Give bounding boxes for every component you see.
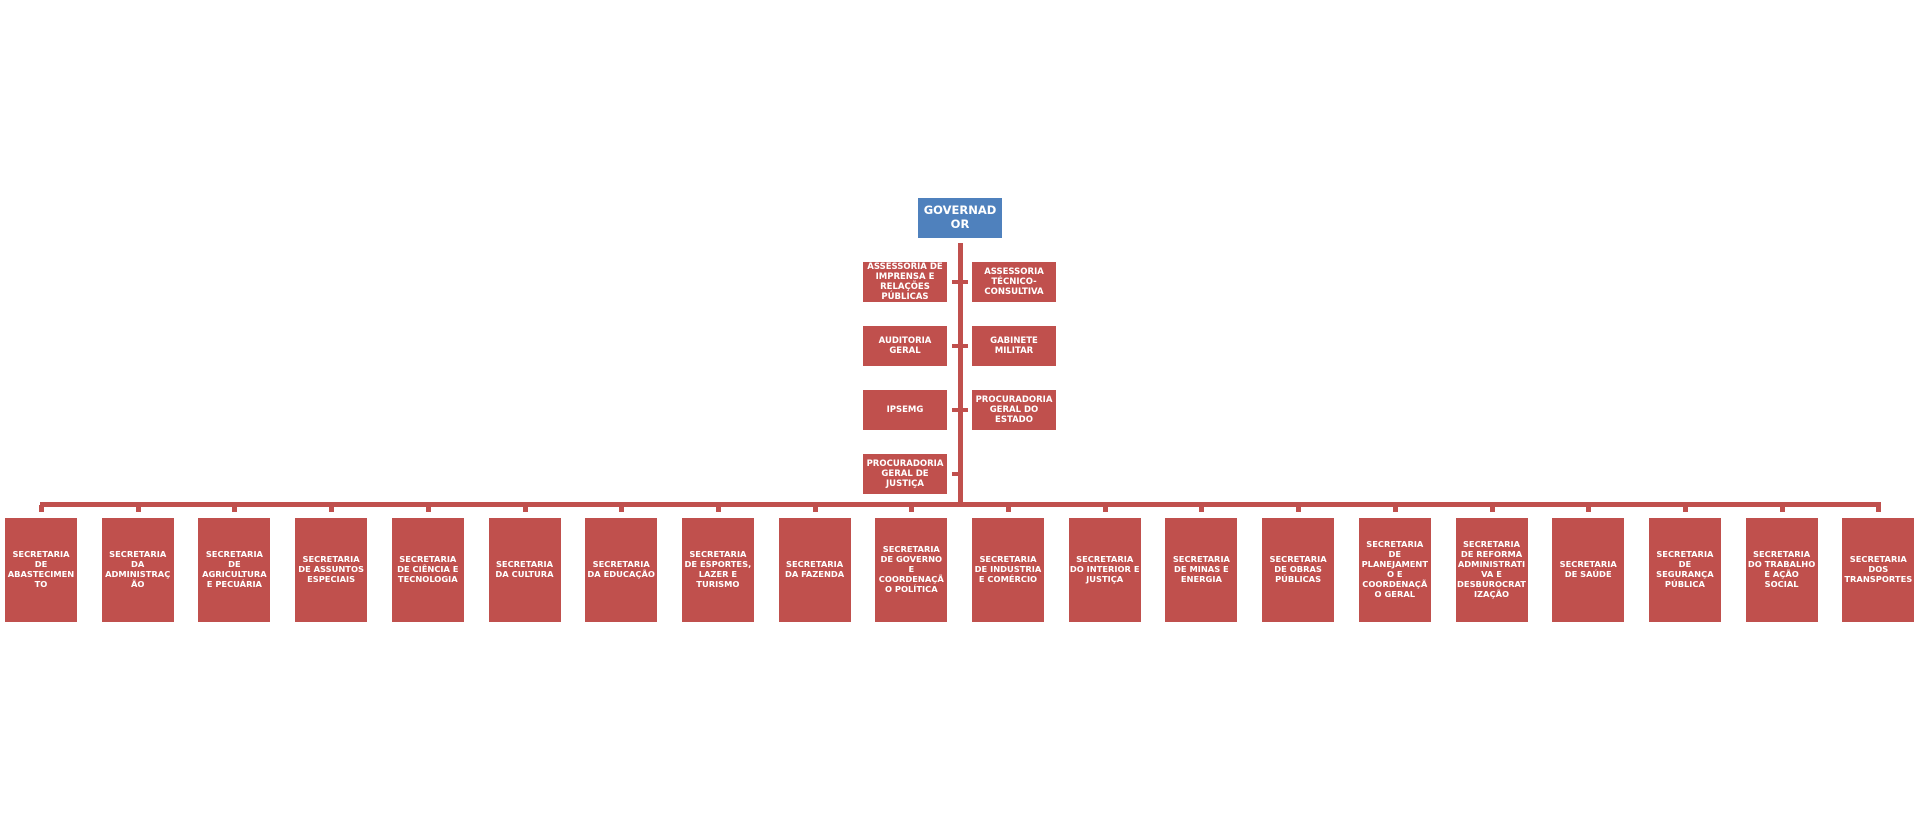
branch-connector [1199,505,1205,512]
secretaria-node[interactable]: SECRETARIA DE GOVERNO E COORDENAÇÃO POLÍ… [875,518,948,622]
secretaria-node[interactable]: SECRETARIA DA CULTURA [488,518,561,622]
staff-node-right[interactable]: ASSESSORIA TÉCNICO-CONSULTIVA [972,262,1056,302]
staff-connector [962,344,968,348]
staff-node-right[interactable]: GABINETE MILITAR [972,326,1056,366]
secretaria-node[interactable]: SECRETARIA DE MINAS E ENERGIA [1165,518,1238,622]
staff-connector [962,280,968,284]
secretaria-node[interactable]: SECRETARIA DE ASSUNTOS ESPECIAIS [295,518,368,622]
secretaria-node[interactable]: SECRETARIA DE ESPORTES, LAZER E TURISMO [681,518,754,622]
staff-connector [952,408,959,412]
secretaria-node[interactable]: SECRETARIA DOS TRANSPORTES [1842,518,1915,622]
branch-connector [909,505,915,512]
secretaria-node[interactable]: SECRETARIA DE PLANEJAMENTO E COORDENAÇÃO… [1358,518,1431,622]
secretaria-node[interactable]: SECRETARIA DA FAZENDA [778,518,851,622]
secretaria-node[interactable]: SECRETARIA DE CIÊNCIA E TECNOLOGIA [391,518,464,622]
staff-connector [952,344,959,348]
secretaria-node[interactable]: SECRETARIA DO TRABALHO E AÇÃO SOCIAL [1745,518,1818,622]
horizontal-connector [40,502,1881,507]
branch-connector [39,505,44,512]
branch-connector [1102,505,1108,512]
secretaria-node[interactable]: SECRETARIA DO INTERIOR E JUSTIÇA [1068,518,1141,622]
secretaria-node[interactable]: SECRETARIA DE OBRAS PÚBLICAS [1262,518,1335,622]
trunk-connector [958,243,963,505]
branch-connector [1296,505,1302,512]
branch-connector [1489,505,1495,512]
branch-connector [425,505,431,512]
secretaria-node[interactable]: SECRETARIA DE AGRICULTURA E PECUÁRIA [198,518,271,622]
staff-node-right[interactable]: PROCURADORIA GERAL DO ESTADO [972,390,1056,430]
secretaria-node[interactable]: SECRETARIA DA ADMINISTRAÇÃO [101,518,174,622]
staff-node-left[interactable]: IPSEMG [863,390,947,430]
staff-node-left[interactable]: PROCURADORIA GERAL DE JUSTIÇA [863,454,947,494]
staff-connector [962,408,968,412]
secretaria-node[interactable]: SECRETARIA DE SAÚDE [1552,518,1625,622]
secretaria-node[interactable]: SECRETARIA DE SEGURANÇA PÚBLICA [1648,518,1721,622]
staff-connector [952,280,959,284]
branch-connector [715,505,721,512]
branch-connector [1682,505,1688,512]
governor-node[interactable]: GOVERNADOR [918,198,1002,238]
branch-connector [135,505,141,512]
branch-connector [1876,505,1882,512]
branch-connector [522,505,528,512]
staff-node-left[interactable]: AUDITORIA GERAL [863,326,947,366]
secretaria-node[interactable]: SECRETARIA DE ABASTECIMENTO [5,518,77,622]
staff-connector [952,472,959,476]
branch-connector [812,505,818,512]
secretaria-node[interactable]: SECRETARIA DA EDUCAÇÃO [585,518,658,622]
secretaria-node[interactable]: SECRETARIA DE REFORMA ADMINISTRATIVA E D… [1455,518,1528,622]
branch-connector [329,505,335,512]
branch-connector [1006,505,1011,512]
branch-connector [1392,505,1398,512]
branch-connector [1586,505,1592,512]
secretaria-node[interactable]: SECRETARIA DE INDUSTRIA E COMÉRCIO [972,518,1044,622]
branch-connector [1779,505,1785,512]
branch-connector [232,505,238,512]
staff-node-left[interactable]: ASSESSORIA DE IMPRENSA E RELAÇÕES PÚBLIC… [863,262,947,302]
branch-connector [619,505,625,512]
